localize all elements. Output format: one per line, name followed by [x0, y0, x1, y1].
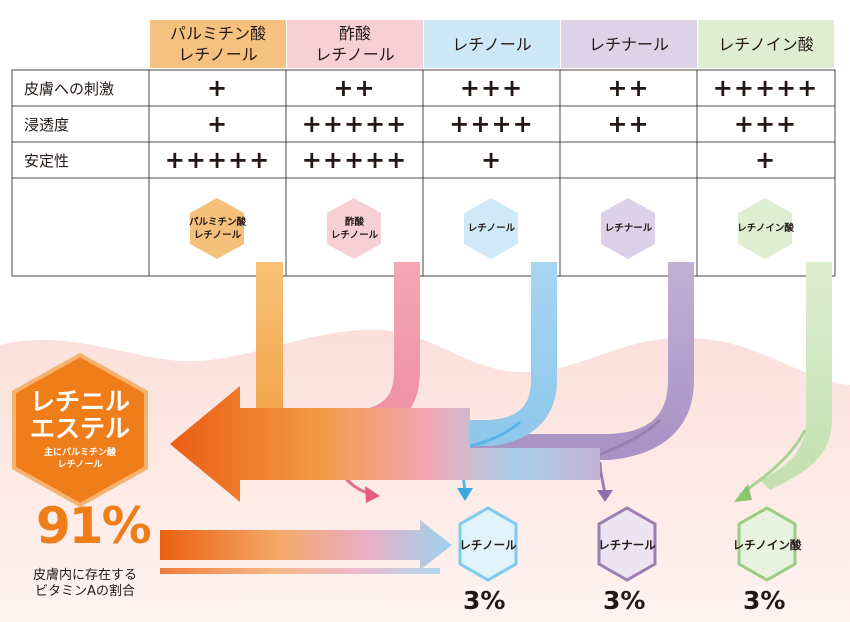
- column-header-4: レチノイン酸: [718, 34, 814, 54]
- result-hex-retinal: [597, 506, 657, 582]
- bottom-arrow: [160, 520, 452, 570]
- row-label-penetration: 浸透度: [24, 115, 70, 134]
- header-bg-0: [150, 20, 286, 68]
- column-header-1: 酢酸 レチノール: [315, 24, 395, 64]
- blue-arrowhead-down: [457, 488, 473, 501]
- cell-stability-3: [560, 142, 697, 178]
- result-hex-retinoic: [737, 506, 797, 582]
- result-label-retinal: レチナール: [598, 538, 656, 552]
- header-bg-1: [287, 20, 423, 68]
- result-label-retinoic-acid: レチノイン酸: [732, 538, 802, 552]
- hex-retinal: [601, 198, 655, 259]
- cell-irritation-3: ++: [607, 74, 650, 102]
- ester-subtitle: 主にパルミチン酸 レチノール: [43, 448, 116, 470]
- purple-arrowhead-down: [597, 490, 613, 502]
- cell-stability-2: +: [480, 146, 503, 174]
- row-label-stability: 安定性: [24, 151, 70, 170]
- cell-penetration-1: +++++: [301, 110, 408, 138]
- header-bg-3: [561, 20, 697, 68]
- ester-caption: 皮膚内に存在する ビタミンAの割合: [32, 568, 137, 599]
- orange-main-arrow: [170, 386, 600, 502]
- cell-irritation-4: +++++: [712, 74, 819, 102]
- cell-penetration-0: +: [206, 110, 229, 138]
- hex-label-retinoic-acid: レチノイン酸: [737, 223, 794, 234]
- cell-stability-0: +++++: [164, 146, 271, 174]
- result-hex-retinol: [458, 506, 518, 582]
- table-grid: [11, 69, 836, 277]
- hex-label-retinol: レチノール: [467, 223, 516, 234]
- hex-retinoic-acid: [738, 198, 792, 259]
- ester-percent: 91%: [36, 497, 152, 555]
- result-percent-retinal: 3%: [603, 586, 646, 615]
- cell-penetration-4: +++: [733, 110, 798, 138]
- result-label-retinol: レチノール: [459, 538, 517, 552]
- cell-stability-4: +: [754, 146, 777, 174]
- green-arrowhead: [734, 484, 752, 502]
- pink-arrowhead: [365, 486, 380, 503]
- header-bg-4: [698, 20, 834, 68]
- ester-title: レチニル エステル: [29, 387, 130, 443]
- cell-penetration-2: ++++: [449, 110, 534, 138]
- hex-label-retinal: レチナール: [604, 223, 653, 234]
- column-header-3: レチナール: [588, 34, 669, 54]
- header-bg-2: [424, 20, 560, 68]
- green-arrow: [760, 262, 832, 490]
- result-percent-retinoic-acid: 3%: [743, 586, 786, 615]
- cell-irritation-0: +: [206, 74, 229, 102]
- result-percent-retinol: 3%: [463, 586, 506, 615]
- cell-stability-1: +++++: [301, 146, 408, 174]
- column-header-2: レチノール: [452, 34, 532, 54]
- cell-penetration-3: ++: [607, 110, 650, 138]
- hex-label-acetate: 酢酸 レチノール: [330, 217, 379, 241]
- pink-arrow: [300, 262, 420, 436]
- hex-label-palmitate: パルミチン酸 レチノール: [188, 217, 246, 241]
- ester-hexagon: [12, 352, 148, 508]
- hex-retinol: [464, 198, 518, 259]
- bottom-arrow-tail: [160, 568, 440, 574]
- hex-acetate: [327, 198, 381, 259]
- hex-palmitate: [190, 198, 244, 259]
- cell-irritation-1: ++: [333, 74, 376, 102]
- row-label-irritation: 皮膚への刺激: [24, 79, 115, 98]
- cell-irritation-2: +++: [459, 74, 524, 102]
- column-header-0: パルミチン酸 レチノール: [169, 24, 266, 64]
